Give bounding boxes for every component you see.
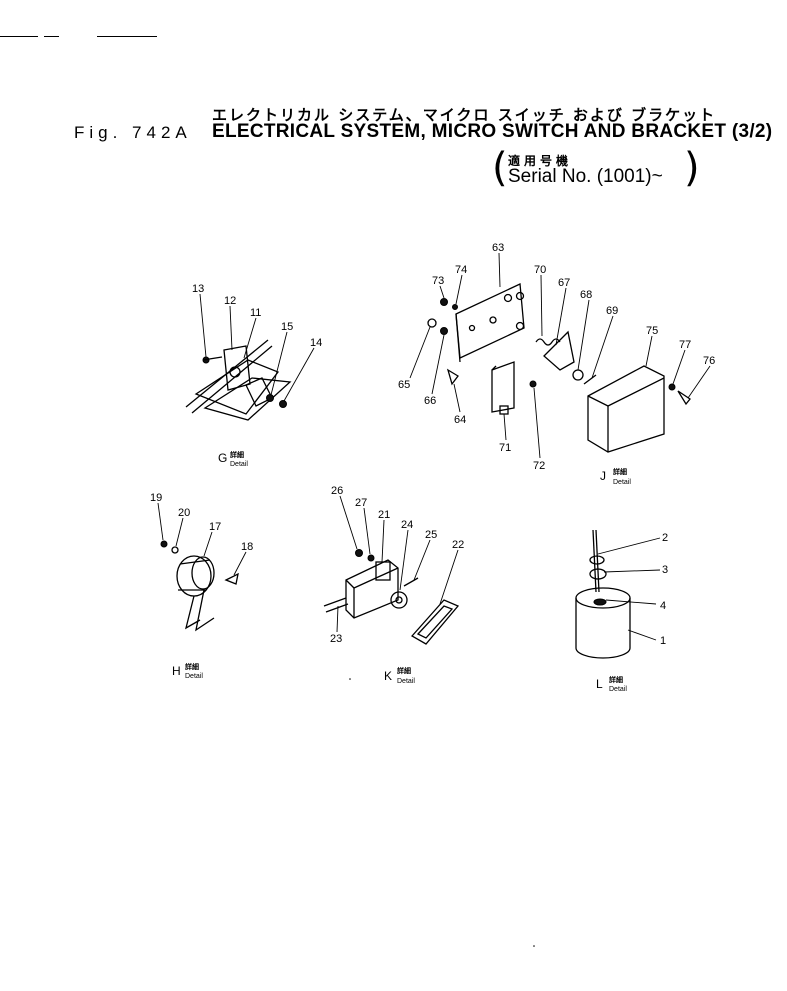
callout-18: 18 bbox=[241, 541, 253, 553]
title-japanese: エレクトリカル システム、マイクロ スイッチ および ブラケット bbox=[212, 106, 717, 124]
scan-speck bbox=[533, 945, 535, 947]
callout-2: 2 bbox=[662, 532, 668, 544]
callout-26: 26 bbox=[331, 485, 343, 497]
detail-k-label-en: Detail bbox=[397, 678, 415, 685]
callout-22: 22 bbox=[452, 539, 464, 551]
callout-66: 66 bbox=[424, 395, 436, 407]
callout-21: 21 bbox=[378, 509, 390, 521]
detail-h-assembly bbox=[157, 502, 247, 632]
callout-72: 72 bbox=[533, 460, 545, 472]
callout-19: 19 bbox=[150, 492, 162, 504]
callout-24: 24 bbox=[401, 519, 413, 531]
callout-67: 67 bbox=[558, 277, 570, 289]
callout-75: 75 bbox=[646, 325, 658, 337]
callout-69: 69 bbox=[606, 305, 618, 317]
callout-74: 74 bbox=[455, 264, 467, 276]
title-english: ELECTRICAL SYSTEM, MICRO SWITCH AND BRAC… bbox=[212, 121, 773, 142]
callout-13: 13 bbox=[192, 283, 204, 295]
detail-j-label-en: Detail bbox=[613, 479, 631, 486]
detail-h-label-en: Detail bbox=[185, 673, 203, 680]
detail-g-label-jp: 詳細 bbox=[230, 450, 244, 459]
detail-j-letter: J bbox=[600, 469, 606, 483]
detail-l-label-en: Detail bbox=[609, 686, 627, 693]
callout-1: 1 bbox=[660, 635, 666, 647]
detail-l-assembly bbox=[575, 529, 661, 659]
callout-3: 3 bbox=[662, 564, 668, 576]
detail-k-assembly bbox=[323, 495, 460, 645]
callout-11: 11 bbox=[250, 307, 261, 319]
serial-close-paren: ) bbox=[684, 145, 700, 191]
header-rule-mid bbox=[44, 36, 59, 37]
callout-4: 4 bbox=[660, 600, 666, 612]
detail-l-letter: L bbox=[596, 677, 603, 691]
callout-64: 64 bbox=[454, 414, 466, 426]
callout-12: 12 bbox=[224, 295, 236, 307]
callout-20: 20 bbox=[178, 507, 190, 519]
detail-k-label-jp: 詳細 bbox=[397, 666, 411, 675]
callout-77: 77 bbox=[679, 339, 691, 351]
serial-open-paren: ( bbox=[492, 145, 508, 191]
detail-k-letter: K bbox=[384, 669, 392, 683]
detail-g-letter: G bbox=[218, 451, 227, 465]
serial-number-range: Serial No. (1001)~ bbox=[508, 166, 663, 187]
callout-65: 65 bbox=[398, 379, 410, 391]
serial-applicable-label: 適用号機 bbox=[508, 154, 573, 168]
detail-g-label-en: Detail bbox=[230, 461, 248, 468]
figure-number: Fig. 742A bbox=[74, 123, 192, 142]
detail-h-label-jp: 詳細 bbox=[185, 662, 199, 671]
detail-j-assembly bbox=[409, 252, 711, 459]
callout-70: 70 bbox=[534, 264, 546, 276]
detail-g-assembly bbox=[185, 293, 315, 421]
callout-76: 76 bbox=[703, 355, 715, 367]
callout-71: 71 bbox=[499, 442, 511, 454]
callout-27: 27 bbox=[355, 497, 367, 509]
detail-h-letter: H bbox=[172, 664, 181, 678]
header-rule-right bbox=[97, 36, 157, 37]
scan-speck bbox=[349, 678, 351, 680]
callout-68: 68 bbox=[580, 289, 592, 301]
callout-15: 15 bbox=[281, 321, 293, 333]
callout-17: 17 bbox=[209, 521, 221, 533]
callout-14: 14 bbox=[310, 337, 322, 349]
detail-j-label-jp: 詳細 bbox=[613, 467, 627, 476]
callout-63: 63 bbox=[492, 242, 504, 254]
callout-25: 25 bbox=[425, 529, 437, 541]
header-rule-left bbox=[0, 36, 38, 37]
callout-23: 23 bbox=[330, 633, 342, 645]
callout-73: 73 bbox=[432, 275, 444, 287]
detail-l-label-jp: 詳細 bbox=[609, 675, 623, 684]
